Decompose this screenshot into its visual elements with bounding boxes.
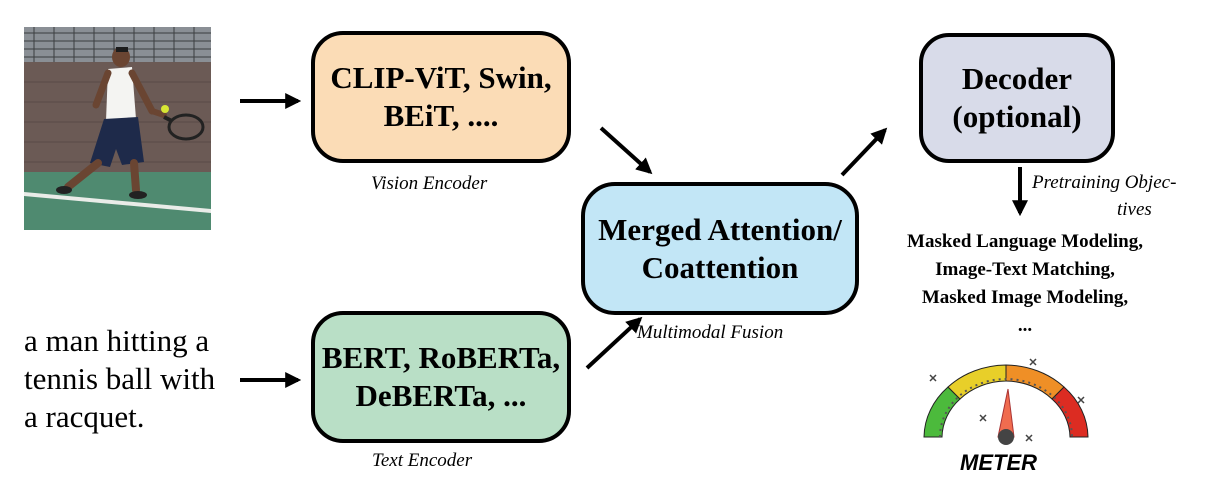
meter-segment-orange	[1005, 364, 1065, 400]
fusion-caption: Multimodal Fusion	[637, 322, 784, 343]
vision-encoder-box: CLIP-ViT, Swin, BEiT, ....	[311, 31, 571, 163]
arrow-fusion-to-decoder	[840, 127, 888, 177]
decoder-line: (optional)	[952, 99, 1082, 134]
input-caption-line: a racquet.	[24, 399, 145, 434]
pretraining-caption-line: Pretraining Objec-	[1032, 172, 1177, 193]
arrow-vision-to-fusion	[599, 126, 653, 175]
vision-encoder-line: CLIP-ViT, Swin,	[330, 60, 552, 96]
text-encoder-line: DeBERTa, ...	[355, 378, 527, 413]
input-caption-line: tennis ball with	[24, 361, 216, 396]
decoder-line: Decoder	[961, 61, 1073, 97]
input-caption: a man hitting a tennis ball with a racqu…	[24, 322, 215, 436]
meter-segment-red	[1051, 386, 1089, 438]
input-caption-line: a man hitting a	[24, 323, 210, 358]
objectives-list: Masked Language Modeling, Image-Text Mat…	[862, 228, 1188, 340]
fusion-line: Merged Attention/	[598, 211, 842, 247]
meter-label: METER	[960, 450, 1037, 475]
vision-encoder-line: BEiT, ....	[383, 98, 499, 133]
vision-encoder-caption: Vision Encoder	[371, 173, 488, 194]
objective-item: ...	[1017, 315, 1033, 336]
fusion-box: Merged Attention/ Coattention	[581, 182, 859, 315]
meter-segment-yellow	[947, 364, 1007, 400]
text-encoder-box: BERT, RoBERTa, DeBERTa, ...	[311, 311, 571, 443]
objective-item: Image-Text Matching,	[935, 259, 1115, 280]
text-encoder-caption: Text Encoder	[372, 450, 473, 471]
pretraining-caption-line: tives	[1117, 199, 1152, 220]
fusion-line: Coattention	[641, 249, 799, 285]
objective-item: Masked Language Modeling,	[907, 231, 1143, 252]
arrow-text-to-fusion	[585, 316, 643, 370]
meter-logo	[918, 357, 1094, 449]
text-encoder-line: BERT, RoBERTa,	[321, 340, 561, 376]
meter-segment-green	[923, 386, 961, 438]
decoder-box: Decoder (optional)	[919, 33, 1115, 163]
objective-item: Masked Image Modeling,	[921, 287, 1129, 308]
input-image-tennis-player	[24, 27, 211, 230]
